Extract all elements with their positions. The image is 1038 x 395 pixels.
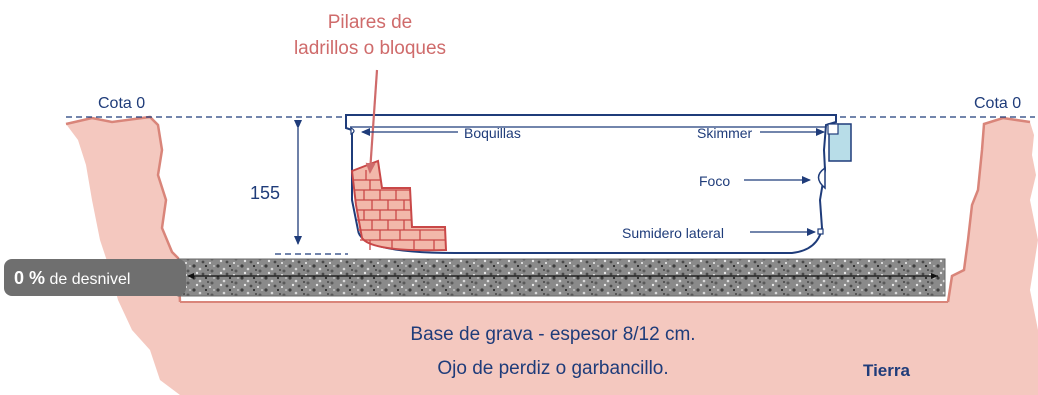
- soil-earth: [66, 117, 1038, 395]
- soil-label: Tierra: [863, 361, 910, 380]
- skimmer-label: Skimmer: [697, 125, 753, 141]
- ground-surface-right: [946, 116, 1031, 303]
- depth-label: 155: [250, 183, 280, 203]
- foco-light: [817, 166, 826, 190]
- svg-text:0 % de desnivel: 0 % de desnivel: [14, 268, 130, 288]
- pillars-label-line1: Pilares de: [328, 12, 413, 33]
- ground-surface-left: [65, 115, 182, 303]
- base-label-line2: Ojo de perdiz o garbancillo.: [437, 358, 668, 379]
- pillars-arrow: [365, 69, 379, 174]
- slope-badge: 0 % de desnivel: [4, 259, 186, 296]
- pool-shell: [345, 114, 837, 254]
- boquilla-nozzle: [350, 127, 355, 135]
- foco-label: Foco: [699, 173, 730, 189]
- cota-left-label: Cota 0: [98, 95, 145, 112]
- slope-text: de desnivel: [45, 271, 130, 288]
- cota-right-label: Cota 0: [974, 95, 1021, 112]
- sumidero-outlet: [817, 228, 824, 235]
- pillars-label-line2: ladrillos o bloques: [294, 38, 446, 59]
- gravel-base: [177, 258, 946, 297]
- base-label-line1: Base de grava - espesor 8/12 cm.: [410, 324, 695, 345]
- sumidero-label: Sumidero lateral: [622, 225, 724, 241]
- skimmer-mouth: [827, 123, 839, 135]
- slope-value: 0 %: [14, 268, 45, 288]
- boquillas-label: Boquillas: [464, 125, 521, 141]
- brick-steps: [350, 159, 448, 252]
